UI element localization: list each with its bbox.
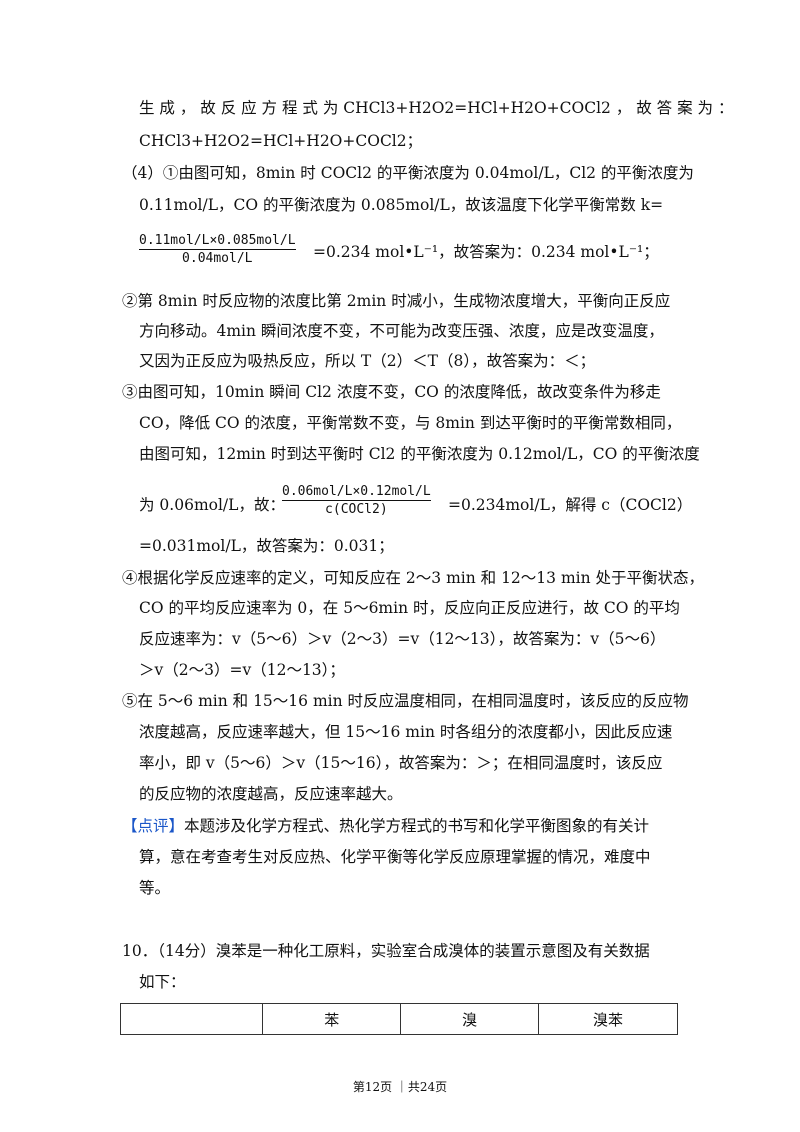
fraction-denominator: c(COCl2) (325, 502, 388, 517)
text-line: 反应速率为：v（5～6）＞v（2～3）=v（12～13），故答案为：v（5～6） (139, 630, 666, 648)
text-line: 算，意在考查考生对反应热、化学平衡等化学反应原理掌握的情况，难度中 (139, 848, 651, 866)
text-line: 如下： (139, 973, 186, 991)
fraction-numerator: 0.11mol/L×0.085mol/L (139, 233, 296, 248)
text-line: CO 的平均反应速率为 0，在 5～6min 时，反应向正反应进行，故 CO 的… (139, 599, 680, 617)
review-text: 本题涉及化学方程式、热化学方程式的书写和化学平衡图象的有关计 (184, 817, 650, 835)
table-header-cell: 苯 (262, 1003, 402, 1035)
text-line: ＞v（2～3）=v（12～13）； (139, 661, 345, 679)
text-line: ④根据化学反应速率的定义，可知反应在 2～3 min 和 12～13 min 处… (122, 569, 705, 587)
text-line: 为 0.06mol/L，故： (139, 496, 285, 514)
text-line: 由图可知，12min 时到达平衡时 Cl2 的平衡浓度为 0.12mol/L，C… (139, 445, 700, 463)
question-10: 10．（14分）溴苯是一种化工原料，实验室合成溴体的装置示意图及有关数据 (122, 942, 650, 960)
text-line: 的反应物的浓度越高，反应速率越大。 (139, 785, 403, 803)
text-line: 又因为正反应为吸热反应，所以 T（2）＜T（8），故答案为：＜； (139, 352, 596, 370)
text-line: 浓度越高，反应速率越大，但 15～16 min 时各组分的浓度都小，因此反应速 (139, 723, 673, 741)
text-line: ⑤在 5～6 min 和 15～16 min 时反应温度相同，在相同温度时，该反… (122, 692, 689, 710)
text-line: 方向移动。4min 瞬间浓度不变，不可能为改变压强、浓度，应是改变温度， (139, 322, 664, 340)
text-line: （4）①由图可知，8min 时 COCl2 的平衡浓度为 0.04mol/L，C… (122, 164, 694, 182)
text-line: CHCl3+H2O2=HCl+H2O+COCl2； (139, 132, 423, 150)
text-line: CO，降低 CO 的浓度，平衡常数不变，与 8min 到达平衡时的平衡常数相同， (139, 414, 682, 432)
text-line: ②第 8min 时反应物的浓度比第 2min 时减小，生成物浓度增大，平衡向正反… (122, 292, 671, 310)
fraction-bar (139, 249, 296, 250)
fraction-k: 0.11mol/L×0.085mol/L 0.04mol/L (139, 233, 296, 266)
review-line: 【点评】本题涉及化学方程式、热化学方程式的书写和化学平衡图象的有关计 (122, 816, 649, 836)
data-table: 苯 溴 溴苯 (119, 1003, 678, 1035)
page-footer: 第12页 ｜共24页 (352, 1080, 448, 1094)
table-header-cell (119, 1003, 264, 1035)
text-line: 等。 (139, 879, 171, 897)
text-line: ③由图可知，10min 瞬间 Cl2 浓度不变，CO 的浓度降低，故改变条件为移… (122, 383, 661, 401)
text-line: =0.031mol/L，故答案为：0.031； (139, 537, 394, 555)
fraction-denominator: 0.04mol/L (182, 251, 253, 266)
table-header-cell: 溴苯 (538, 1003, 678, 1035)
text-line: 生 成 ， 故 反 应 方 程 式 为 CHCl3+H2O2=HCl+H2O+C… (139, 99, 734, 117)
table-header-row: 苯 溴 溴苯 (119, 1003, 678, 1035)
fraction-numerator: 0.06mol/L×0.12mol/L (282, 484, 431, 499)
text-line: 0.11mol/L，CO 的平衡浓度为 0.085mol/L，故该温度下化学平衡… (139, 196, 664, 214)
text-line: =0.234mol/L，解得 c（COCl2） (448, 496, 693, 514)
table-header-cell: 溴 (400, 1003, 540, 1035)
fraction-k2: 0.06mol/L×0.12mol/L c(COCl2) (282, 484, 431, 517)
text-line: 率小，即 v（5～6）＞v（15～16），故答案为：＞；在相同温度时，该反应 (139, 754, 663, 772)
review-tag: 【点评】 (122, 817, 185, 835)
text-line: =0.234 mol•L⁻¹，故答案为：0.234 mol•L⁻¹； (313, 243, 659, 261)
fraction-bar (282, 500, 431, 501)
